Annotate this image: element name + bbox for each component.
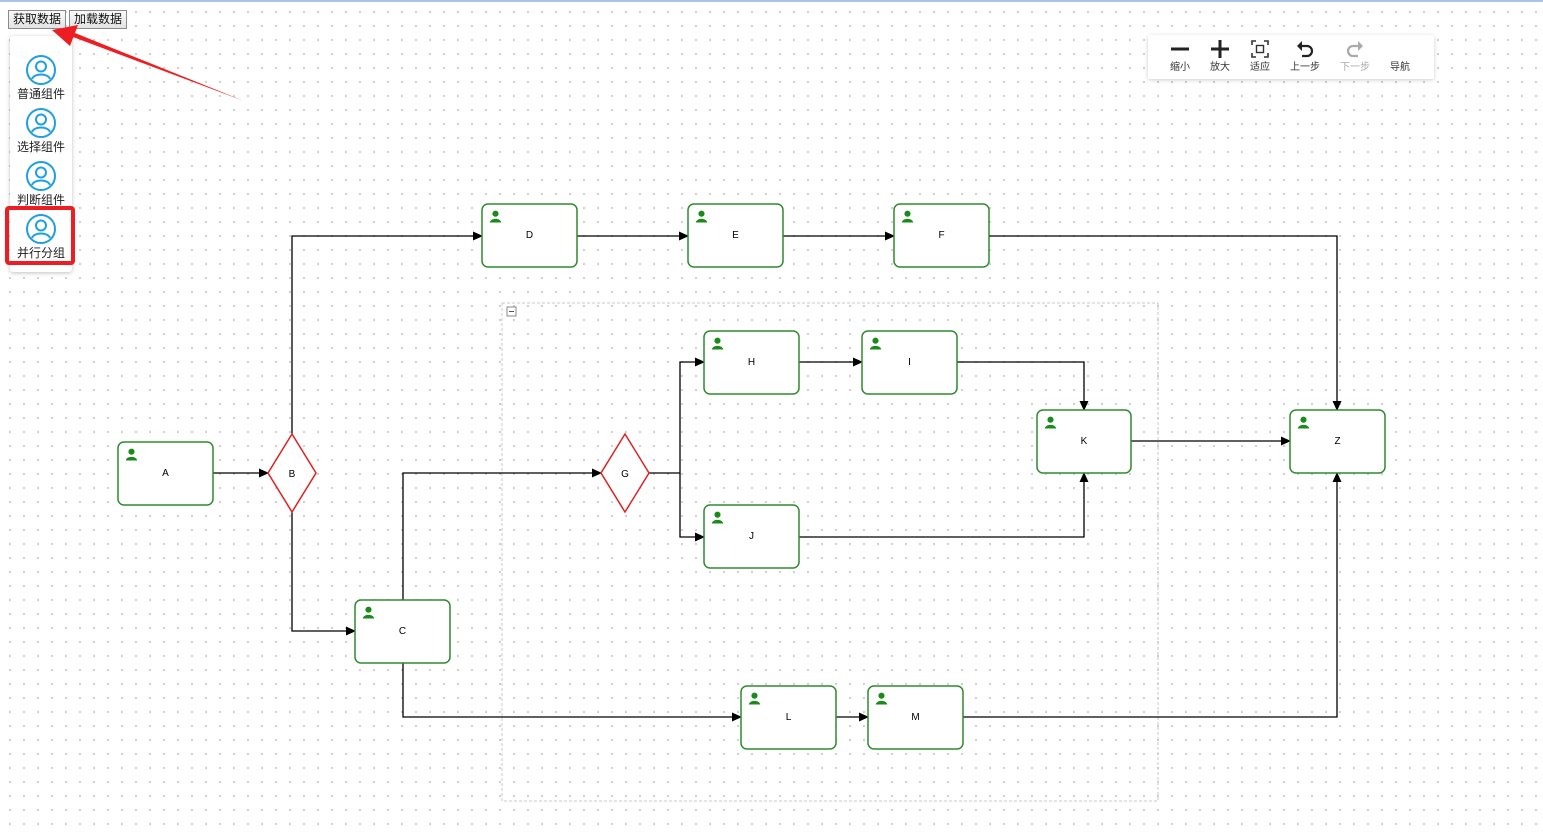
fit-label: 适应 xyxy=(1250,62,1270,73)
redo-label: 下一步 xyxy=(1340,62,1370,73)
undo-icon xyxy=(1297,41,1314,58)
edge-m-z[interactable] xyxy=(963,472,1342,718)
task-node-f[interactable]: F xyxy=(893,203,990,268)
redo-icon xyxy=(1346,41,1363,58)
minus-icon xyxy=(1171,47,1189,51)
user-circle-icon xyxy=(26,214,56,244)
task-node-l[interactable]: L xyxy=(740,685,837,750)
user-circle-icon xyxy=(26,108,56,138)
get-data-button[interactable]: 获取数据 xyxy=(8,10,67,29)
node-label: B xyxy=(289,469,296,480)
node-label: D xyxy=(526,230,533,241)
collapse-toggle[interactable] xyxy=(506,306,517,317)
task-node-c[interactable]: C xyxy=(354,599,451,664)
zoom-in-button[interactable]: 放大 xyxy=(1200,37,1240,77)
task-node-j[interactable]: J xyxy=(703,504,800,569)
parallel-group-container[interactable] xyxy=(501,302,1159,802)
task-node-i[interactable]: I xyxy=(861,330,958,395)
node-label: A xyxy=(162,468,169,479)
node-label: F xyxy=(938,230,944,241)
palette-item-select[interactable]: 选择组件 xyxy=(10,107,72,159)
undo-button[interactable]: 上一步 xyxy=(1285,37,1325,77)
gateway-node-b[interactable]: B xyxy=(267,432,317,514)
edge-f-z[interactable] xyxy=(989,235,1342,411)
zoom-in-label: 放大 xyxy=(1210,62,1230,73)
task-node-h[interactable]: H xyxy=(703,330,800,395)
window-top-border xyxy=(0,0,1543,2)
edge-c-l[interactable] xyxy=(402,662,742,722)
task-node-d[interactable]: D xyxy=(481,203,578,268)
palette-item-parallel-group[interactable]: 并行分组 xyxy=(10,213,72,265)
palette-item-label: 判断组件 xyxy=(16,193,65,207)
palette-item-label: 并行分组 xyxy=(16,246,65,260)
task-node-m[interactable]: M xyxy=(867,685,964,750)
edge-b-c[interactable] xyxy=(291,512,356,636)
gateway-node-g[interactable]: G xyxy=(600,432,650,514)
user-circle-icon xyxy=(26,161,56,191)
palette-item-decision[interactable]: 判断组件 xyxy=(10,160,72,212)
node-label: H xyxy=(748,357,755,368)
edge-g-h[interactable] xyxy=(649,357,705,474)
annotation-arrow xyxy=(52,25,244,101)
user-circle-icon xyxy=(26,55,56,85)
redo-button[interactable]: 下一步 xyxy=(1335,37,1375,77)
node-label: G xyxy=(621,469,629,480)
node-label: L xyxy=(786,712,792,723)
graph-toolbar: 缩小 放大 适应 上一步 下一步 导航 xyxy=(1148,35,1434,79)
load-data-button[interactable]: 加载数据 xyxy=(69,10,128,29)
navigate-label: 导航 xyxy=(1390,62,1410,73)
plus-icon xyxy=(1211,40,1229,58)
task-node-e[interactable]: E xyxy=(687,203,784,268)
palette-item-label: 普通组件 xyxy=(16,87,65,101)
edge-b-d[interactable] xyxy=(291,231,483,434)
fit-view-icon xyxy=(1251,40,1269,58)
palette-item-normal[interactable]: 普通组件 xyxy=(10,54,72,106)
zoom-out-button[interactable]: 缩小 xyxy=(1160,37,1200,77)
zoom-out-label: 缩小 xyxy=(1170,62,1190,73)
task-node-a[interactable]: A xyxy=(117,441,214,506)
node-label: I xyxy=(908,357,911,368)
task-node-k[interactable]: K xyxy=(1036,409,1132,474)
component-palette: 普通组件 选择组件 判断组件 并行分组 xyxy=(10,36,72,272)
edge-i-k[interactable] xyxy=(957,361,1089,411)
fit-button[interactable]: 适应 xyxy=(1240,37,1280,77)
edge-c-g[interactable] xyxy=(402,468,602,600)
navigate-button[interactable]: 导航 xyxy=(1380,37,1420,77)
node-label: Z xyxy=(1334,436,1340,447)
node-label: J xyxy=(749,531,754,542)
node-label: E xyxy=(732,230,739,241)
highlight-box xyxy=(5,206,75,265)
edge-j-k[interactable] xyxy=(799,472,1089,538)
edge-g-j[interactable] xyxy=(679,473,705,542)
node-label: M xyxy=(911,712,919,723)
palette-item-label: 选择组件 xyxy=(16,140,65,154)
task-node-z[interactable]: Z xyxy=(1289,409,1386,474)
node-label: K xyxy=(1081,436,1088,447)
node-label: C xyxy=(399,626,406,637)
undo-label: 上一步 xyxy=(1290,62,1320,73)
